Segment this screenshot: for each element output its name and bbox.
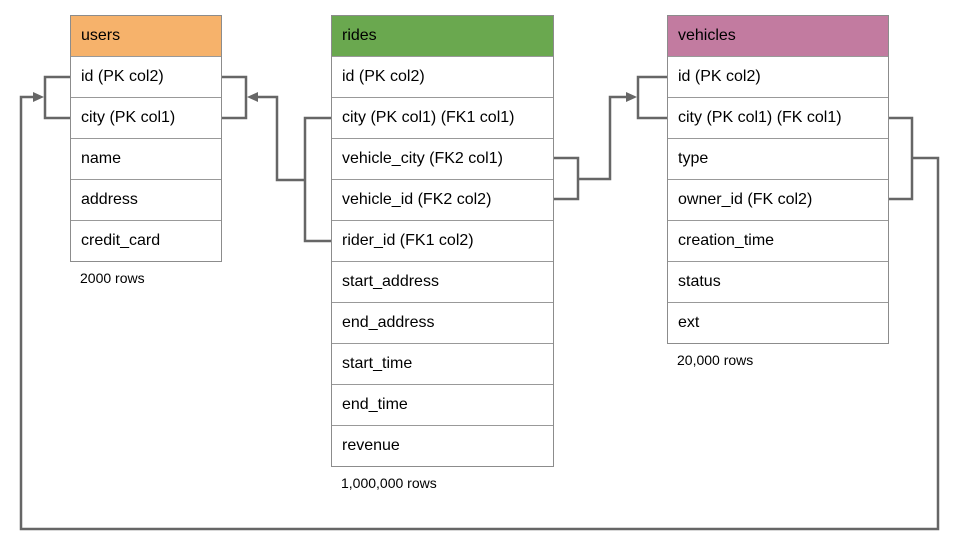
column-row: id (PK col2) [668, 56, 888, 97]
connector-line [578, 95, 627, 181]
column-row: rider_id (FK1 col2) [332, 220, 553, 261]
column-row: vehicle_city (FK2 col1) [332, 138, 553, 179]
column-row: address [71, 179, 221, 220]
column-row: end_address [332, 302, 553, 343]
row-count-label: 20,000 rows [677, 352, 754, 368]
column-row: ext [668, 302, 888, 343]
column-row: id (PK col2) [71, 56, 221, 97]
column-row: start_address [332, 261, 553, 302]
vehicles-left-bracket [636, 75, 667, 120]
column-row: vehicle_id (FK2 col2) [332, 179, 553, 220]
rides-left-bracket [303, 116, 331, 243]
column-row: type [668, 138, 888, 179]
column-row: city (PK col1) (FK col1) [668, 97, 888, 138]
row-count-label: 2000 rows [80, 270, 145, 286]
arrowhead [33, 92, 44, 102]
column-row: id (PK col2) [332, 56, 553, 97]
column-row: owner_id (FK col2) [668, 179, 888, 220]
rides-right-bracket [554, 156, 580, 201]
relationship-rides-vehicles [554, 75, 667, 201]
arrowhead [247, 92, 258, 102]
vehicles-right-bracket [889, 116, 914, 201]
connector-line [19, 95, 940, 531]
column-row: creation_time [668, 220, 888, 261]
relationship-rides-users [222, 75, 331, 243]
column-row: status [668, 261, 888, 302]
column-row: name [71, 138, 221, 179]
column-row: city (PK col1) [71, 97, 221, 138]
column-row: start_time [332, 343, 553, 384]
column-row: city (PK col1) (FK1 col1) [332, 97, 553, 138]
table-title: vehicles [668, 16, 888, 56]
table-title: rides [332, 16, 553, 56]
users-right-bracket [222, 75, 248, 120]
column-row: end_time [332, 384, 553, 425]
connector-line [257, 95, 305, 182]
row-count-label: 1,000,000 rows [341, 475, 437, 491]
users-left-bracket [43, 75, 70, 120]
column-row: credit_card [71, 220, 221, 261]
column-row: revenue [332, 425, 553, 466]
table-title: users [71, 16, 221, 56]
relationship-vehicles-users [19, 75, 940, 531]
arrowhead [626, 92, 637, 102]
